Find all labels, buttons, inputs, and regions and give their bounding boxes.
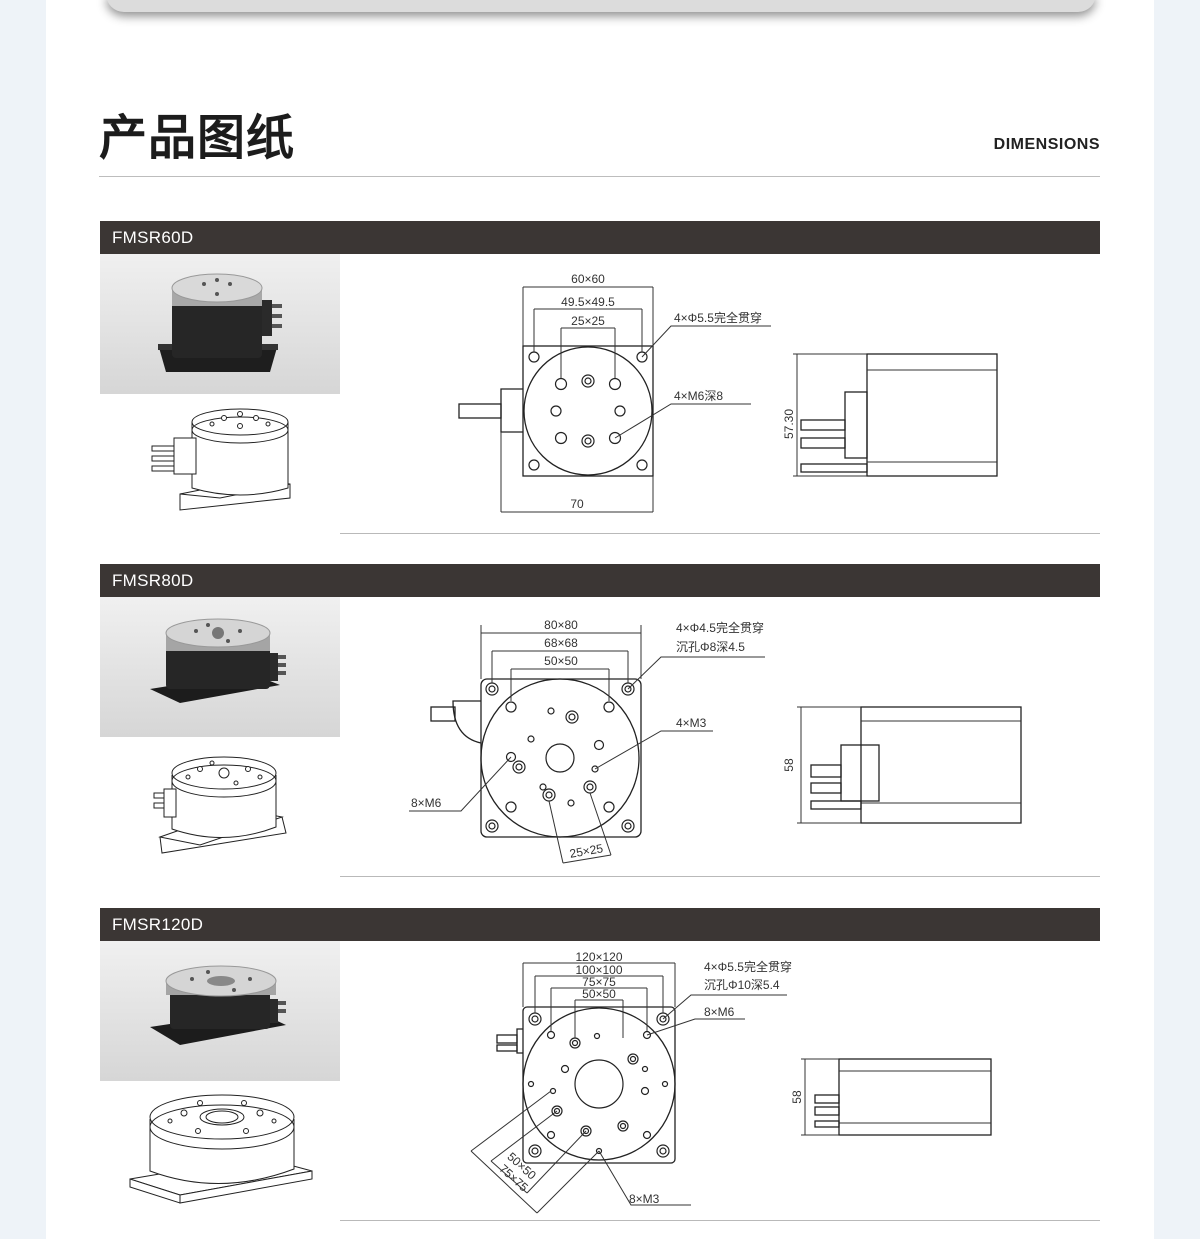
section-fmsr60d: FMSR60D bbox=[100, 221, 1100, 534]
dim-mid: 49.5×49.5 bbox=[561, 295, 615, 309]
dim-inner: 50×50 bbox=[544, 654, 578, 668]
dim-outer: 120×120 bbox=[575, 950, 622, 964]
product-photo-line-drawing bbox=[100, 394, 340, 534]
dim-small: 50×50 bbox=[582, 987, 616, 1001]
dim-inner: 75×75 bbox=[582, 975, 616, 989]
top-shadow-decoration bbox=[106, 0, 1096, 12]
label-thread-holes: 4×M6深8 bbox=[674, 389, 723, 403]
product-photo-line-drawing bbox=[100, 1081, 340, 1221]
technical-drawing: 120×120 100×100 75×75 50×50 50×50 75×75 … bbox=[341, 941, 1100, 1220]
page-sheet: 产品图纸 DIMENSIONS FMSR60D bbox=[46, 0, 1154, 1239]
page-subtitle: DIMENSIONS bbox=[993, 136, 1100, 153]
dim-height: 58 bbox=[790, 1090, 804, 1104]
technical-drawing: 60×60 49.5×49.5 25×25 70 4×Φ5.5完全贯穿 4×M6… bbox=[341, 254, 1100, 533]
product-photo-render bbox=[100, 941, 340, 1081]
section-title-bar: FMSR60D bbox=[100, 221, 1100, 254]
product-photo-render bbox=[100, 254, 340, 394]
dim-mid: 68×68 bbox=[544, 636, 578, 650]
section-fmsr120d: FMSR120D bbox=[100, 908, 1100, 1221]
label-m6-holes: 8×M6 bbox=[704, 1005, 735, 1019]
product-photos bbox=[100, 254, 340, 534]
dim-height: 58 bbox=[782, 758, 796, 772]
section-title-bar: FMSR120D bbox=[100, 908, 1100, 941]
label-through-holes: 4×Φ4.5完全贯穿 bbox=[676, 620, 764, 635]
label-m3-holes: 4×M3 bbox=[676, 716, 707, 730]
section-title-bar: FMSR80D bbox=[100, 564, 1100, 597]
technical-drawing: 80×80 68×68 50×50 25×25 4×Φ4.5完全贯穿 沉孔Φ8深… bbox=[341, 597, 1100, 876]
dim-width: 70 bbox=[570, 497, 584, 511]
dim-mid: 100×100 bbox=[575, 963, 622, 977]
label-counterbore: 沉孔Φ8深4.5 bbox=[676, 640, 745, 654]
dim-inner: 25×25 bbox=[571, 314, 605, 328]
product-photos bbox=[100, 941, 340, 1221]
label-m6-holes: 8×M6 bbox=[411, 796, 442, 810]
section-fmsr80d: FMSR80D bbox=[100, 564, 1100, 877]
label-m3-holes: 8×M3 bbox=[629, 1192, 660, 1206]
header-divider bbox=[99, 176, 1100, 177]
dim-outer: 80×80 bbox=[544, 618, 578, 632]
dim-small: 25×25 bbox=[568, 841, 604, 861]
label-through-holes: 4×Φ5.5完全贯穿 bbox=[674, 310, 762, 325]
dim-outer: 60×60 bbox=[571, 272, 605, 286]
page-title: 产品图纸 bbox=[99, 110, 296, 166]
product-photos bbox=[100, 597, 340, 877]
label-counterbore: 沉孔Φ10深5.4 bbox=[704, 978, 780, 992]
dim-height: 57.30 bbox=[782, 409, 796, 439]
product-photo-line-drawing bbox=[100, 737, 340, 877]
product-photo-render bbox=[100, 597, 340, 737]
label-through-holes: 4×Φ5.5完全贯穿 bbox=[704, 959, 792, 974]
